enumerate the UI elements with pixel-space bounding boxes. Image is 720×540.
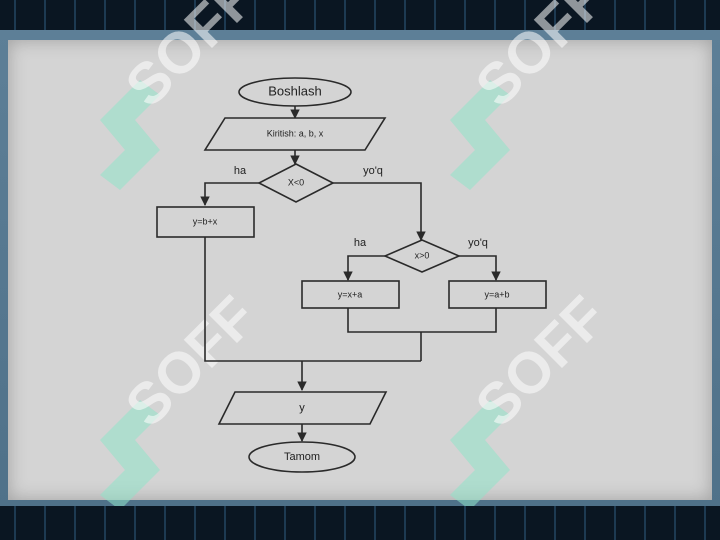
watermark-logo: SOFF xyxy=(450,0,619,190)
svg-text:y: y xyxy=(299,402,305,414)
svg-text:Tamom: Tamom xyxy=(284,451,320,463)
svg-text:Boshlash: Boshlash xyxy=(268,83,321,98)
branch-label-yes: ha xyxy=(354,237,367,249)
svg-text:X<0: X<0 xyxy=(288,177,304,187)
svg-text:x>0: x>0 xyxy=(415,250,430,260)
process-y-x-plus-a: y=x+a xyxy=(301,280,400,309)
svg-text:Kiritish: a, b, x: Kiritish: a, b, x xyxy=(267,128,324,138)
top-decorative-band xyxy=(0,0,720,34)
output-parallelogram: y xyxy=(217,391,388,425)
connectors xyxy=(200,106,501,442)
decision-x-greater-than-zero: x>0 xyxy=(382,239,462,273)
svg-text:y=x+a: y=x+a xyxy=(338,289,363,299)
input-parallelogram: Kiritish: a, b, x xyxy=(203,117,387,151)
start-terminal: Boshlash xyxy=(238,77,352,107)
process-y-b-plus-x: y=b+x xyxy=(156,206,255,238)
branch-label-no: yo'q xyxy=(468,237,488,249)
bottom-decorative-band xyxy=(0,506,720,540)
decision-x-less-than-zero: X<0 xyxy=(257,163,335,203)
process-y-a-plus-b: y=a+b xyxy=(448,280,547,309)
branch-label-no: yo'q xyxy=(363,165,383,177)
end-terminal: Tamom xyxy=(248,441,356,473)
svg-text:y=a+b: y=a+b xyxy=(484,289,509,299)
branch-label-yes: ha xyxy=(234,165,247,177)
svg-text:y=b+x: y=b+x xyxy=(193,216,218,226)
watermark-logo: SOFF xyxy=(450,284,619,510)
